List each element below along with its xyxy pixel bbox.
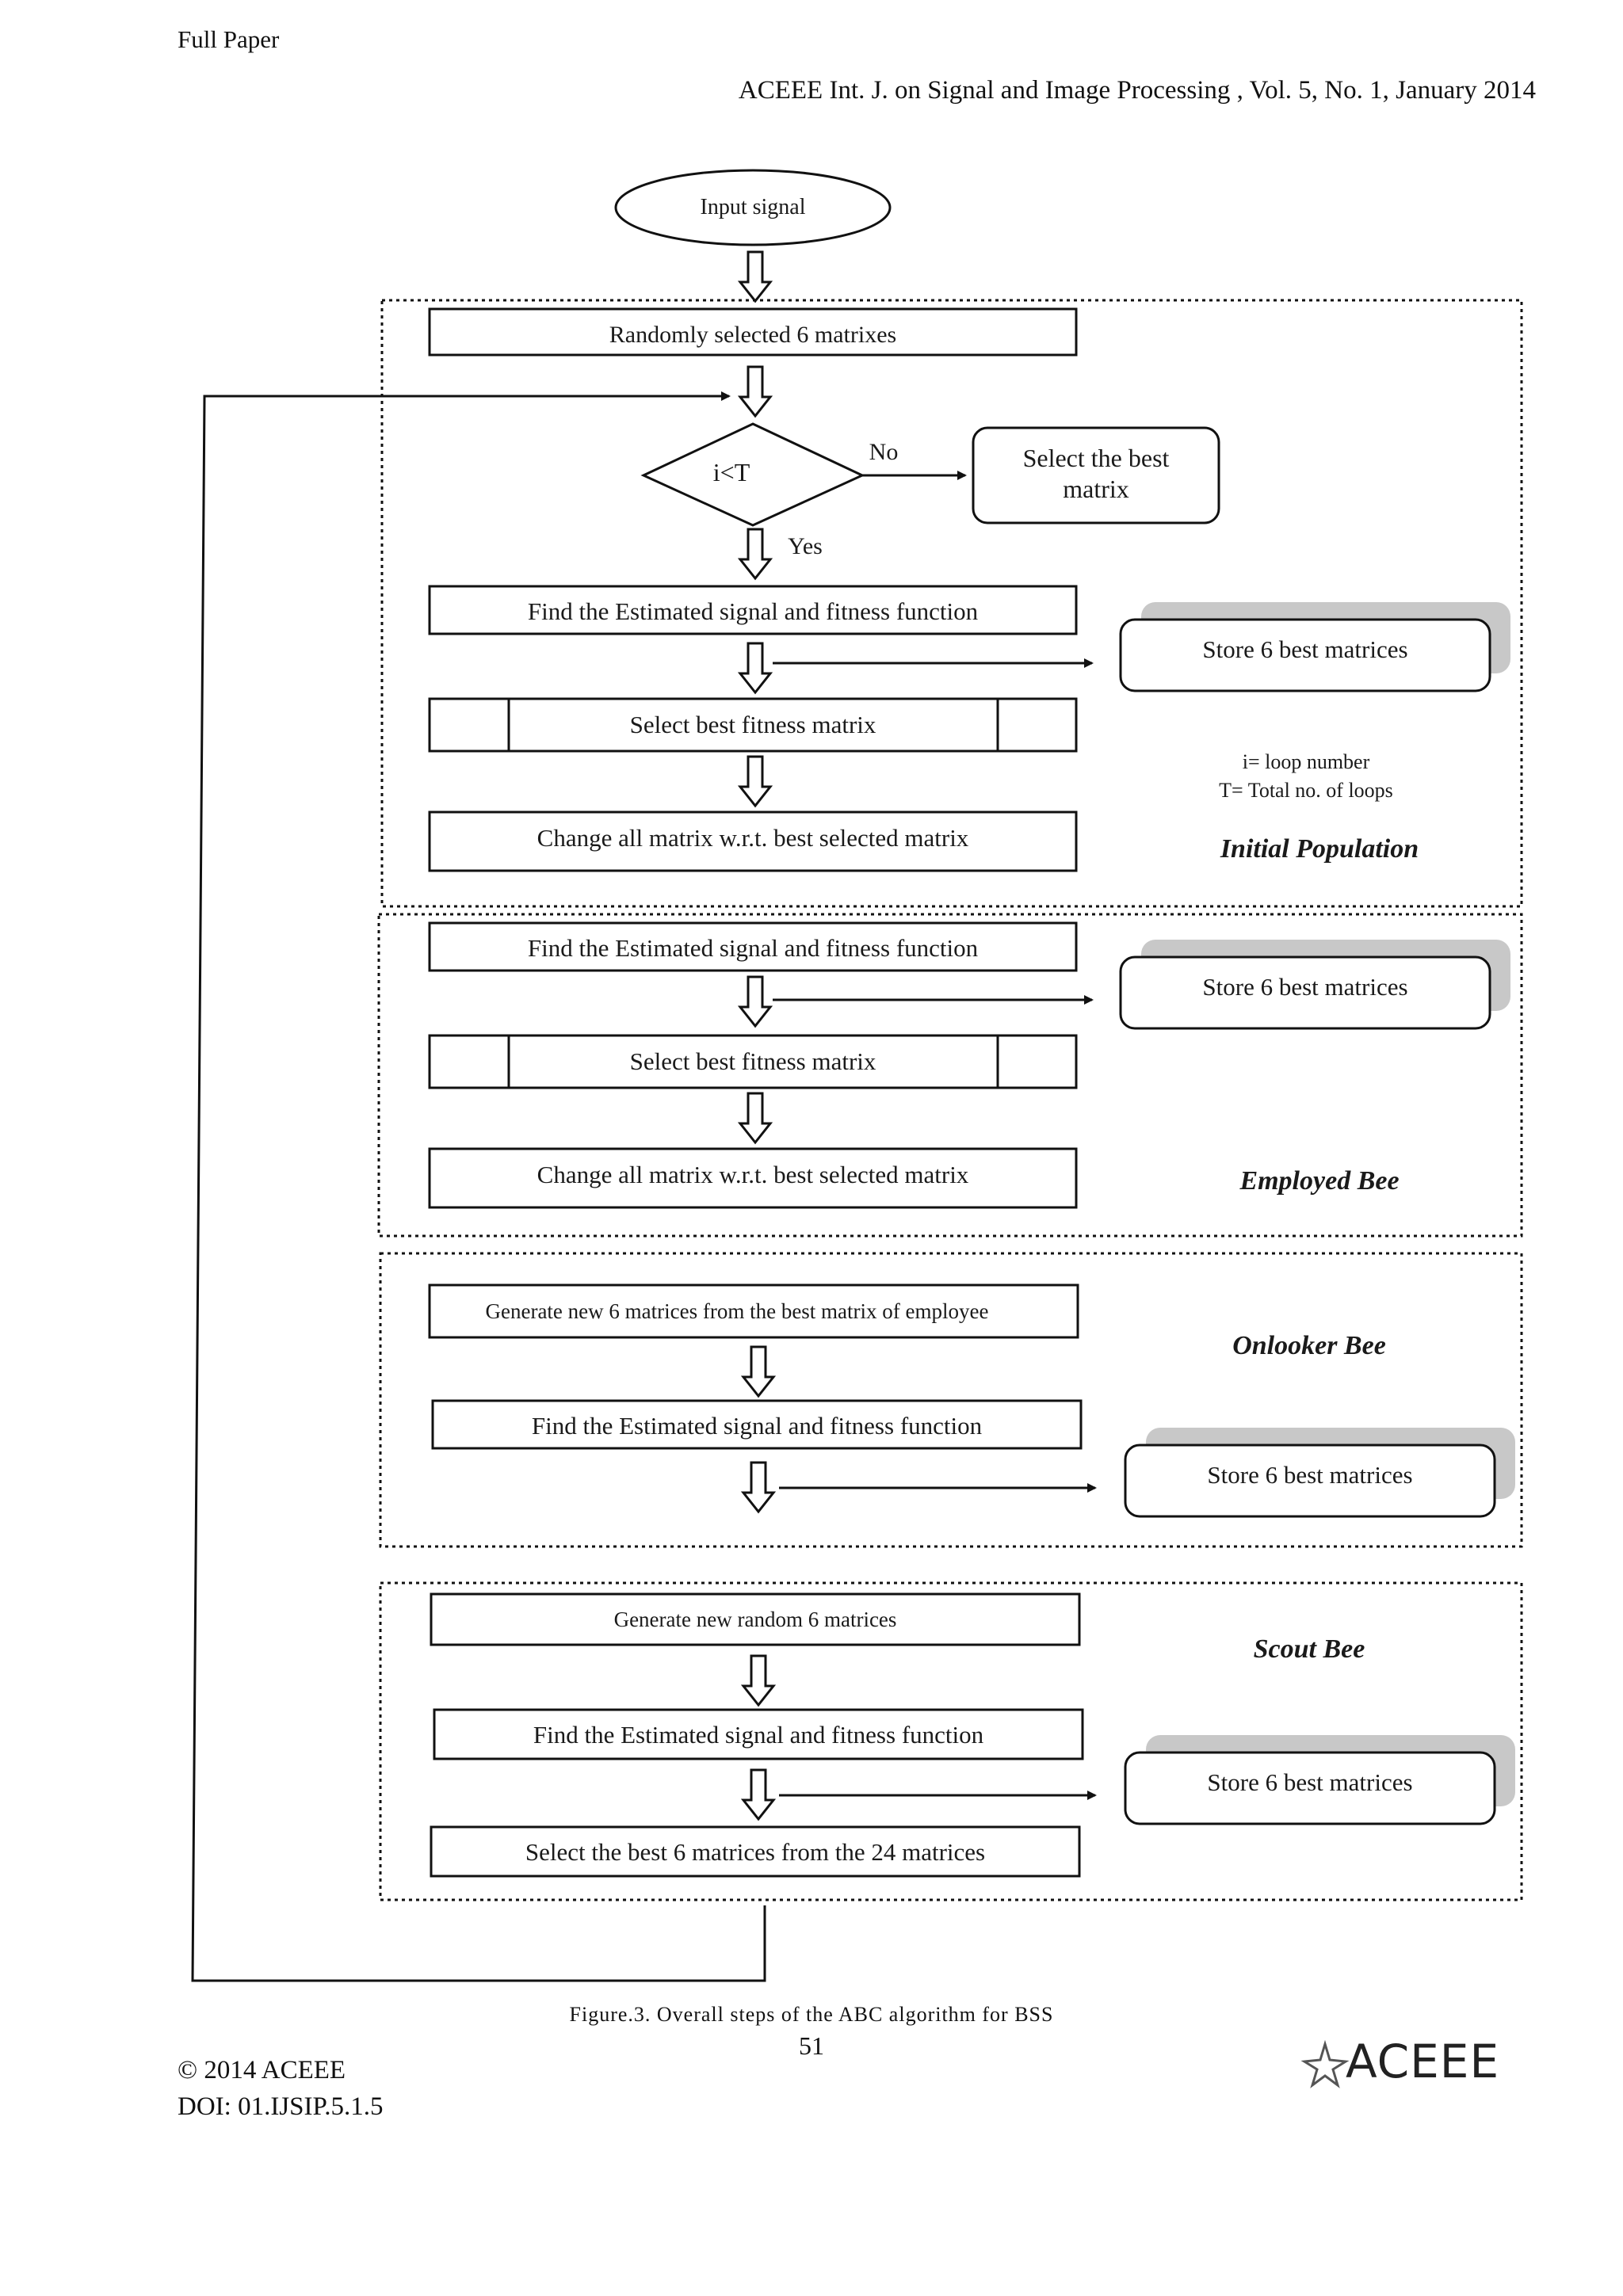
onlooker-find-text: Find the Estimated signal and fitness fu… — [532, 1412, 983, 1440]
loop-back-line — [191, 391, 766, 1982]
running-header-right: ACEEE Int. J. on Signal and Image Proces… — [738, 76, 1536, 105]
scout-generate-box — [430, 1592, 1081, 1646]
down-arrow-icon — [739, 528, 772, 580]
down-arrow-icon — [742, 1345, 775, 1398]
scout-find-text: Find the Estimated signal and fitness fu… — [533, 1721, 984, 1749]
find-estimated-text: Find the Estimated signal and fitness fu… — [528, 597, 979, 625]
find-estimated-box — [428, 585, 1078, 635]
page-number: 51 — [799, 2031, 824, 2060]
employed-find-box — [428, 921, 1078, 972]
change-matrix-text: Change all matrix w.r.t. best selected m… — [537, 824, 969, 852]
store-text: Store 6 best matrices — [1202, 635, 1407, 663]
employed-store-text: Store 6 best matrices — [1202, 973, 1407, 1001]
doi: DOI: 01.IJSIP.5.1.5 — [178, 2092, 384, 2121]
scout-find-box — [433, 1708, 1084, 1760]
figure-caption: Figure.3. Overall steps of the ABC algor… — [569, 2003, 1054, 2026]
aceee-logo: ACEEE — [1300, 2033, 1537, 2096]
scout-store-box — [1124, 1751, 1496, 1825]
employed-change-box — [428, 1147, 1078, 1209]
running-header-left: Full Paper — [178, 25, 280, 53]
input-signal-label: Input signal — [701, 195, 806, 219]
decision-label: i<T — [713, 458, 750, 486]
no-label: No — [869, 439, 899, 465]
down-arrow-icon — [739, 755, 772, 807]
down-arrow-icon — [739, 250, 772, 303]
initial-population-section — [380, 299, 1523, 908]
down-arrow-icon — [739, 365, 772, 418]
yes-label: Yes — [788, 533, 823, 559]
down-arrow-icon — [742, 1768, 775, 1821]
select-best-matrix-box — [972, 426, 1220, 524]
down-arrow-icon — [739, 642, 772, 694]
employed-store-box — [1119, 955, 1491, 1030]
down-arrow-icon — [742, 1461, 775, 1513]
legend-t: T= Total no. of loops — [1219, 779, 1393, 802]
scout-bee-title: Scout Bee — [1254, 1634, 1365, 1664]
copyright: © 2014 ACEEE — [178, 2056, 346, 2084]
onlooker-generate-text: Generate new 6 matrices from the best ma… — [485, 1299, 988, 1323]
down-arrow-icon — [739, 1092, 772, 1144]
onlooker-find-box — [431, 1399, 1083, 1450]
onlooker-store-text: Store 6 best matrices — [1207, 1461, 1412, 1489]
scout-generate-text: Generate new random 6 matrices — [614, 1608, 897, 1631]
legend-i: i= loop number — [1243, 750, 1370, 773]
logo-text: ACEEE — [1346, 2035, 1500, 2088]
employed-select-box — [428, 1034, 1078, 1089]
employed-bee-title: Employed Bee — [1239, 1166, 1399, 1196]
select-best-matrix-line1: Select the best — [1023, 444, 1170, 472]
star-logo-icon — [1300, 2039, 1350, 2088]
select-fitness-text: Select best fitness matrix — [630, 711, 876, 738]
employed-change-text: Change all matrix w.r.t. best selected m… — [537, 1161, 969, 1188]
employed-select-text: Select best fitness matrix — [630, 1047, 876, 1075]
scout-select-text: Select the best 6 matrices from the 24 m… — [525, 1838, 985, 1866]
decision-diamond — [640, 422, 865, 527]
employed-find-text: Find the Estimated signal and fitness fu… — [528, 934, 979, 962]
scout-select-box — [430, 1825, 1081, 1878]
change-matrix-box — [428, 810, 1078, 872]
scout-bee-section — [379, 1581, 1523, 1901]
onlooker-bee-title: Onlooker Bee — [1232, 1331, 1386, 1360]
footer-left: © 2014 ACEEE DOI: 01.IJSIP.5.1.5 — [178, 2052, 383, 2125]
random-matrices-box — [428, 307, 1078, 357]
employed-bee-section — [377, 913, 1523, 1238]
down-arrow-icon — [739, 975, 772, 1028]
input-signal-terminal — [614, 169, 892, 246]
onlooker-store-box — [1124, 1444, 1496, 1518]
initial-population-title: Initial Population — [1220, 834, 1419, 864]
onlooker-bee-section — [379, 1252, 1523, 1548]
select-best-matrix-line2: matrix — [1063, 475, 1129, 503]
down-arrow-icon — [742, 1654, 775, 1707]
random-matrices-text: Randomly selected 6 matrixes — [609, 322, 896, 348]
onlooker-generate-box — [428, 1283, 1079, 1339]
scout-store-text: Store 6 best matrices — [1207, 1768, 1412, 1796]
store-box — [1119, 618, 1491, 692]
select-fitness-box — [428, 697, 1078, 753]
